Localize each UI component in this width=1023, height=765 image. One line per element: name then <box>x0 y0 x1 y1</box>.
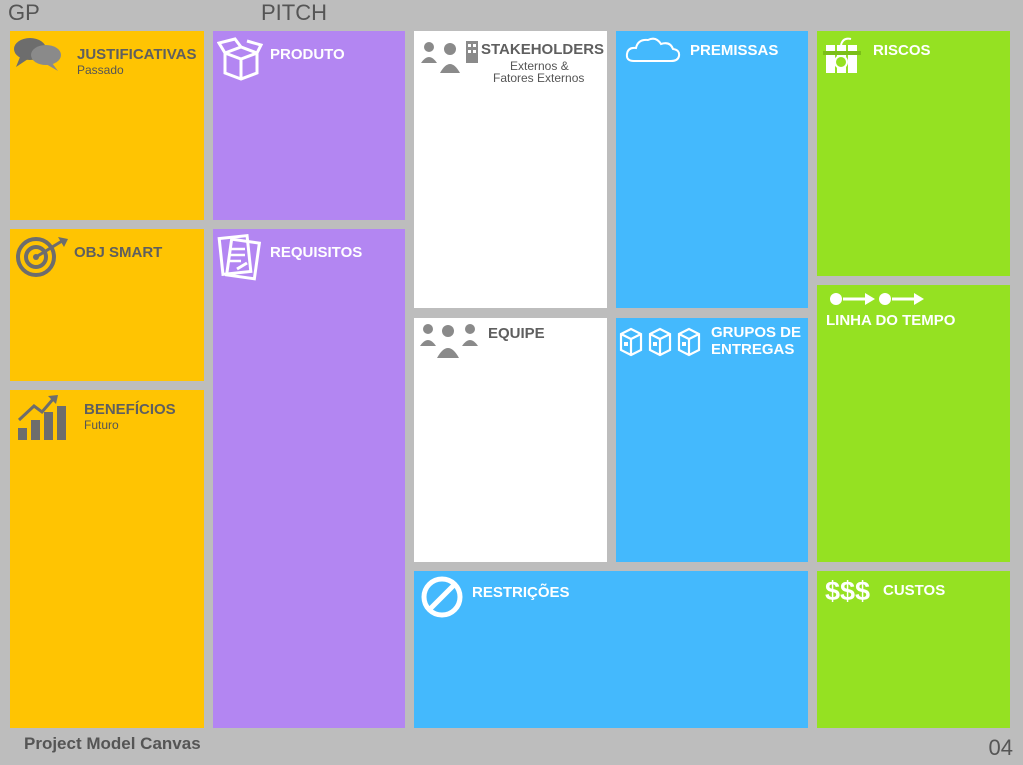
beneficios-block[interactable]: BENEFÍCIOS Futuro <box>10 390 204 728</box>
grupos-de-entregas-title-line2: ENTREGAS <box>711 341 795 358</box>
prohibited-icon <box>421 576 463 618</box>
header-pitch-title: PITCH <box>261 0 327 25</box>
grupos-de-entregas-block[interactable]: GRUPOS DE ENTREGAS <box>616 318 808 562</box>
linha-do-tempo-title: LINHA DO TEMPO <box>826 312 956 329</box>
obj-smart-block[interactable]: OBJ SMART <box>10 229 204 381</box>
stakeholders-title: STAKEHOLDERS <box>481 41 605 58</box>
beneficios-title: BENEFÍCIOS <box>84 401 176 418</box>
justificativas-subtitle: Passado <box>77 63 124 77</box>
requisitos-block[interactable]: REQUISITOS <box>213 229 405 728</box>
canvas-name: Project Model Canvas <box>24 734 201 753</box>
document-icon <box>217 233 262 281</box>
timeline-icon <box>830 293 924 305</box>
cloud-icon <box>625 37 681 62</box>
premissas-title: PREMISSAS <box>690 42 779 59</box>
equipe-title: EQUIPE <box>488 325 545 342</box>
justificativas-block[interactable]: JUSTIFICATIVAS Passado <box>10 31 204 220</box>
stakeholders-block[interactable]: STAKEHOLDERS Externos & Fatores Externos <box>414 31 607 308</box>
produto-block[interactable]: PRODUTO <box>213 31 405 220</box>
linha-do-tempo-block[interactable]: LINHA DO TEMPO <box>817 285 1010 562</box>
custos-title: CUSTOS <box>883 582 946 599</box>
requisitos-title: REQUISITOS <box>270 244 363 261</box>
beneficios-subtitle: Futuro <box>84 418 119 432</box>
packages-icon <box>619 327 701 357</box>
produto-title: PRODUTO <box>270 46 345 63</box>
riscos-block[interactable]: RISCOS <box>817 31 1010 276</box>
equipe-block[interactable]: EQUIPE <box>414 318 607 562</box>
stakeholders-subtitle-line1: Externos & <box>510 59 569 73</box>
speech-bubbles-icon <box>14 38 61 71</box>
team-icon <box>420 324 478 358</box>
people-building-icon <box>421 41 478 73</box>
dynamite-icon <box>823 37 861 73</box>
restricoes-block[interactable]: RESTRIÇÕES <box>414 571 808 728</box>
box-icon <box>217 37 263 81</box>
justificativas-title: JUSTIFICATIVAS <box>77 46 197 63</box>
target-icon <box>16 237 68 277</box>
custos-block[interactable]: $$$ CUSTOS <box>817 571 1010 728</box>
stakeholders-subtitle-line2: Fatores Externos <box>493 71 585 85</box>
premissas-block[interactable]: PREMISSAS <box>616 31 808 308</box>
grupos-de-entregas-title-line1: GRUPOS DE <box>711 324 802 341</box>
header-gp-title: GP <box>8 0 40 25</box>
bar-chart-icon <box>17 395 66 440</box>
obj-smart-title: OBJ SMART <box>74 244 163 261</box>
restricoes-title: RESTRIÇÕES <box>472 584 570 601</box>
page-number: 04 <box>988 735 1013 760</box>
dollar-icon: $$$ <box>825 576 871 606</box>
riscos-title: RISCOS <box>873 42 931 59</box>
